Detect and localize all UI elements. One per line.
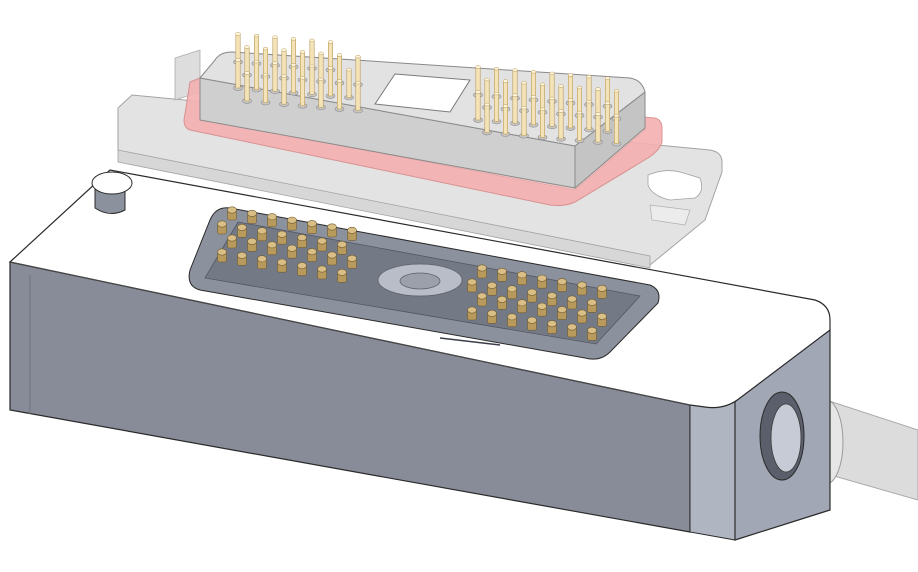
connector-pin [344,67,354,101]
socket-pin [547,320,557,334]
socket-pin [347,254,357,269]
socket-pin [517,299,527,314]
socket-pin [467,278,477,293]
connector-pin [251,59,262,93]
socket-pin [577,281,587,296]
socket-pin [237,251,247,266]
socket-pin [487,281,497,296]
connector-pin [574,110,585,144]
socket-pin [497,267,507,282]
connector-pin [288,63,299,96]
connector-pin [279,74,289,107]
connector-pin [233,58,243,91]
socket-pin [587,326,597,341]
connector-pin [537,107,548,141]
socket-pin [267,241,277,256]
socket-pin [597,284,607,299]
socket-pin [337,268,347,283]
connector-pin [297,76,308,109]
socket-pin [237,223,247,238]
socket-pin [567,323,577,338]
socket-pin [557,278,567,292]
socket-pin [527,288,537,303]
socket-pin [307,248,317,262]
plug-pins [233,32,622,147]
socket-pin [317,237,327,252]
socket-pin [517,271,527,286]
socket-pin [347,226,357,241]
socket-pin [587,298,597,313]
socket-pin [287,244,297,259]
socket-pin [497,295,507,310]
connector-pin [556,109,566,142]
socket-pin [487,309,497,324]
connector-pin [528,95,539,128]
socket-pin [597,312,607,327]
connector-pin [593,112,603,145]
socket-pin [547,292,557,306]
socket-pin [577,309,587,324]
socket-pin [297,262,307,276]
socket-pin [277,258,287,273]
connector-pin [584,99,594,133]
connector-pin [519,106,529,139]
connector-pin [307,64,317,98]
connector-pin [482,102,492,136]
socket-pin [467,306,477,321]
connector-pin [260,72,271,106]
socket-pin [227,234,237,249]
housing-corner-edge [689,397,736,541]
connector-pin [491,91,502,125]
socket-pin [507,285,517,300]
connector-pin [611,114,622,147]
socket-pin [287,216,297,231]
connector-pin [353,80,363,114]
connector-pin [547,96,557,130]
connector-pin [270,61,280,94]
socket-pin [307,220,317,234]
socket-pin [257,255,267,270]
connector-pin [325,66,336,99]
socket-pin [537,302,547,317]
socket-pin [227,206,237,221]
socket-pin [217,248,227,263]
socket-pin [317,265,327,280]
housing-pins [217,206,607,341]
socket-pin [557,306,567,320]
socket-pin [477,292,487,307]
connector-pin [242,71,252,104]
socket-pin [337,240,347,255]
locating-key [91,171,133,214]
socket-pin [267,213,277,228]
socket-pin [327,251,337,266]
connector-pin [510,93,520,126]
socket-pin [247,237,257,252]
socket-pin [477,264,487,279]
socket-pin [527,316,537,331]
connector-pin [565,98,576,131]
socket-pin [257,227,267,242]
connector-pin [602,101,613,134]
socket-pin [277,230,287,245]
socket-pin [327,223,337,238]
socket-pin [567,295,577,310]
connector-pin [316,77,326,111]
connector-label-window [374,73,471,113]
socket-pin [247,209,257,224]
socket-pin [297,234,307,248]
housing-block [8,169,831,541]
connector-plug [199,32,646,190]
connector-pin [500,104,511,137]
socket-pin [217,220,227,235]
socket-pin [537,274,547,289]
connector-pin [473,90,483,123]
connector-pin [334,79,345,112]
socket-pin [507,313,517,328]
